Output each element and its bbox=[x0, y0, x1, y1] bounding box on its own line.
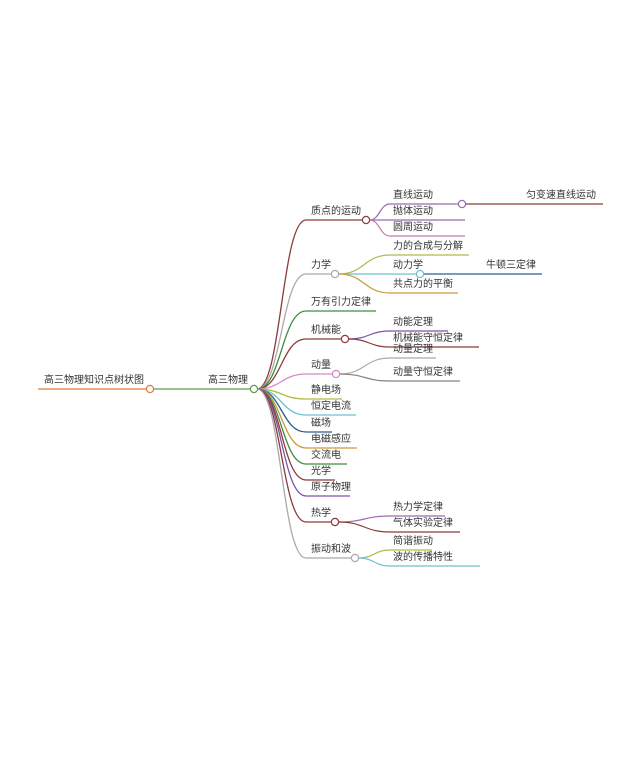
sub-connector-0-0 bbox=[369, 203, 391, 221]
branch-label-2: 万有引力定律 bbox=[311, 297, 371, 308]
root-collapse-circle bbox=[145, 384, 155, 394]
branch-label-8: 电磁感应 bbox=[311, 434, 351, 445]
leaf-label-0-0-0: 匀变速直线运动 bbox=[526, 190, 596, 201]
sub-label-1-2: 共点力的平衡 bbox=[393, 279, 453, 290]
sub-label-0-0: 直线运动 bbox=[393, 190, 433, 201]
branch-connector-12 bbox=[256, 388, 307, 523]
branch-connector-2 bbox=[256, 310, 307, 390]
leaf-label-1-1-0: 牛顿三定律 bbox=[486, 260, 536, 271]
sub-label-0-2: 圆周运动 bbox=[393, 222, 433, 233]
branch-collapse-circle-1 bbox=[330, 269, 340, 279]
branch-connector-3 bbox=[256, 338, 307, 390]
sub-label-12-0: 热力学定律 bbox=[393, 502, 443, 513]
branch-connector-0 bbox=[256, 219, 307, 390]
sub-connector-12-0 bbox=[338, 515, 391, 523]
branch-collapse-circle-13 bbox=[350, 553, 360, 563]
branch-collapse-circle-0 bbox=[361, 215, 371, 225]
branch-label-0: 质点的运动 bbox=[311, 206, 361, 217]
branch-label-1: 力学 bbox=[311, 260, 331, 271]
branch-collapse-circle-4 bbox=[331, 369, 341, 379]
branch-connector-11 bbox=[256, 388, 307, 497]
branch-collapse-circle-12 bbox=[330, 517, 340, 527]
sub-label-4-0: 动量定理 bbox=[393, 344, 433, 355]
branch-collapse-circle-3 bbox=[340, 334, 350, 344]
sub-label-13-0: 简谐振动 bbox=[393, 536, 433, 547]
sub-label-3-0: 动能定理 bbox=[393, 317, 433, 328]
sub-label-0-1: 抛体运动 bbox=[393, 206, 433, 217]
sub-connector-3-0 bbox=[348, 330, 391, 340]
sub-label-1-1: 动力学 bbox=[393, 260, 423, 271]
branch-connector-13 bbox=[256, 388, 307, 559]
sub-collapse-circle-1-1 bbox=[415, 269, 425, 279]
branch-connector-1 bbox=[256, 273, 307, 390]
branch-connector-4 bbox=[256, 373, 307, 390]
branch-label-5: 静电场 bbox=[311, 385, 341, 396]
sub-connector-0-2 bbox=[369, 219, 391, 237]
sub-connector-3-1 bbox=[348, 338, 391, 348]
sub-connector-12-1 bbox=[338, 521, 391, 533]
sub-connector-4-0 bbox=[339, 357, 391, 375]
branch-label-9: 交流电 bbox=[311, 450, 341, 461]
branch-connector-8 bbox=[256, 388, 307, 449]
branch-label-10: 光学 bbox=[311, 466, 331, 477]
sub-label-13-1: 波的传播特性 bbox=[393, 552, 453, 563]
sub-collapse-circle-0-0 bbox=[457, 199, 467, 209]
root-node-label: 高三物理知识点树状图 bbox=[44, 375, 144, 386]
branch-label-6: 恒定电流 bbox=[311, 401, 351, 412]
sub-connector-13-0 bbox=[358, 549, 391, 559]
branch-label-4: 动量 bbox=[311, 360, 331, 371]
sub-label-1-0: 力的合成与分解 bbox=[393, 241, 463, 252]
sub-connector-4-1 bbox=[339, 373, 391, 382]
sub-connector-13-1 bbox=[358, 557, 391, 567]
center-collapse-circle bbox=[249, 384, 259, 394]
sub-label-12-1: 气体实验定律 bbox=[393, 518, 453, 529]
branch-label-13: 振动和波 bbox=[311, 544, 351, 555]
center-node-label: 高三物理 bbox=[208, 375, 248, 386]
branch-label-11: 原子物理 bbox=[311, 482, 351, 493]
sub-connector-1-0 bbox=[338, 254, 391, 275]
sub-label-4-1: 动量守恒定律 bbox=[393, 367, 453, 378]
sub-label-3-1: 机械能守恒定律 bbox=[393, 333, 463, 344]
sub-connector-1-2 bbox=[338, 273, 391, 294]
branch-label-3: 机械能 bbox=[311, 325, 341, 336]
branch-label-12: 热学 bbox=[311, 508, 331, 519]
branch-label-7: 磁场 bbox=[311, 418, 331, 429]
